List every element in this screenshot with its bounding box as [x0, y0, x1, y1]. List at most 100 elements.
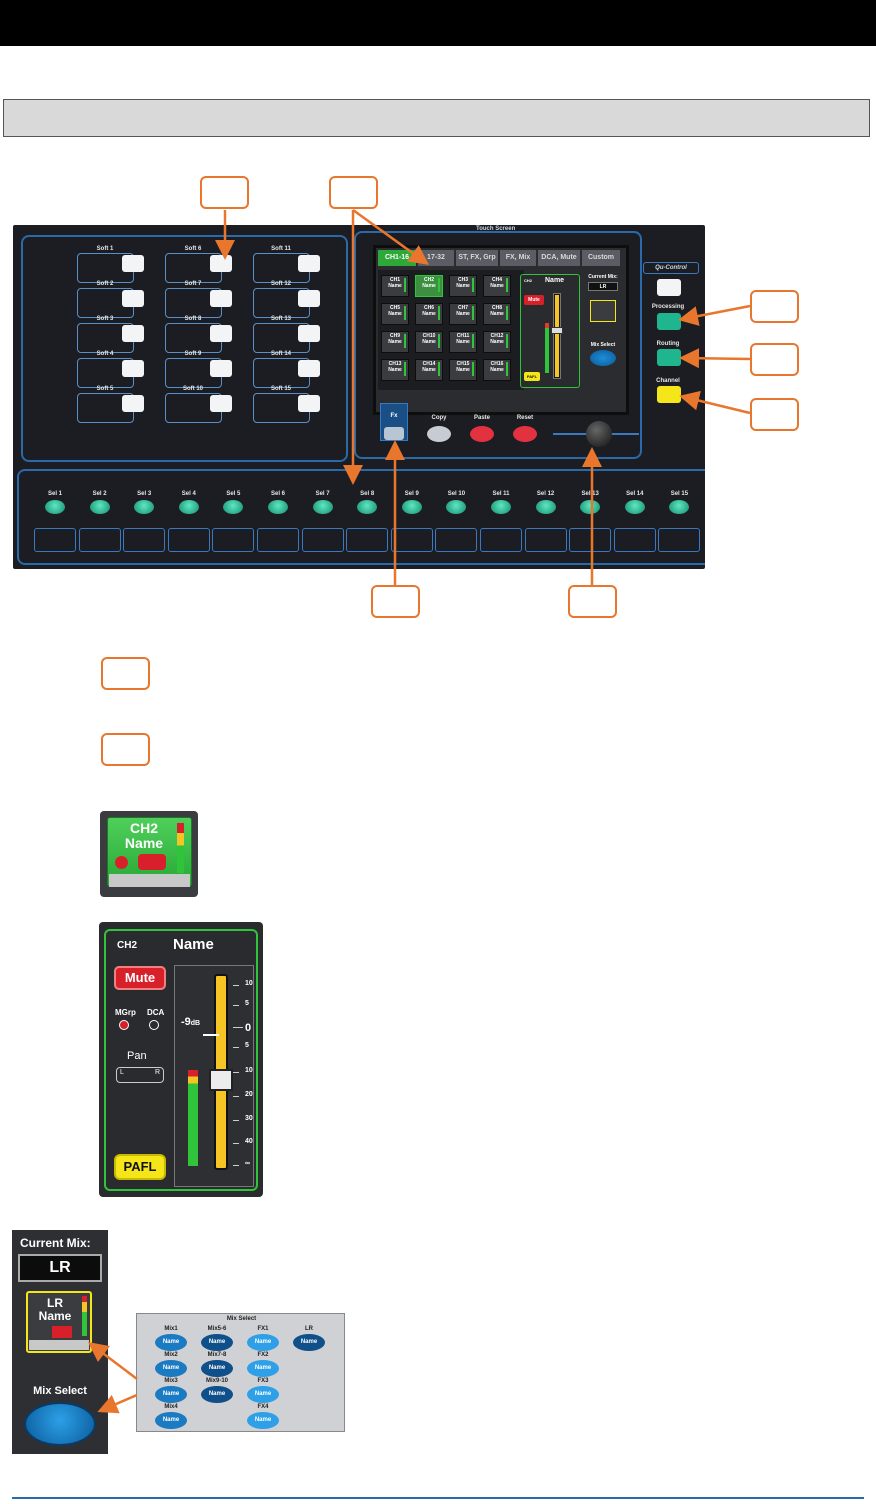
mix-select-item-button[interactable]: Name — [155, 1334, 187, 1351]
sel-button[interactable] — [178, 500, 199, 514]
softkey-button[interactable] — [210, 325, 232, 342]
mix-select-item-button[interactable]: Name — [155, 1412, 187, 1429]
zoom-mute-button[interactable]: Mute — [114, 966, 166, 990]
mix-select-item-button[interactable]: Name — [247, 1386, 279, 1403]
callout-legend-1 — [101, 657, 150, 690]
zoom-current-mix-label: Current Mix: — [20, 1236, 91, 1250]
screen-tab[interactable]: Custom — [582, 250, 620, 266]
channel-tile-name: CH1 — [389, 277, 400, 283]
sel-button[interactable] — [45, 500, 65, 514]
zoom-unity-mark — [203, 1034, 219, 1036]
mix-select-button[interactable] — [590, 350, 616, 366]
rotary-encoder[interactable] — [586, 421, 612, 447]
softkey-button[interactable] — [298, 325, 320, 342]
softkey-button[interactable] — [122, 255, 144, 272]
softkey-button[interactable] — [122, 325, 144, 342]
sel-button[interactable] — [580, 500, 601, 514]
callout-processing — [750, 290, 799, 323]
mix-select-title: Mix Select — [226, 1316, 257, 1322]
sel-button[interactable] — [312, 500, 333, 514]
sel-button[interactable] — [134, 500, 155, 514]
mix-select-item-button[interactable]: Name — [201, 1386, 233, 1403]
zoom-pafl-button[interactable]: PAFL — [114, 1154, 166, 1180]
channel-tile-meter — [404, 306, 406, 320]
softkey-button[interactable] — [298, 255, 320, 272]
channel-button[interactable] — [657, 386, 681, 403]
softkey-button[interactable] — [210, 255, 232, 272]
mix-select-item-button[interactable]: Name — [155, 1386, 187, 1403]
softkey-button[interactable] — [122, 395, 144, 412]
sel-button[interactable] — [357, 500, 378, 514]
zoom-fader-cap[interactable] — [209, 1069, 233, 1091]
zoom-lr-pan-bar — [29, 1340, 89, 1350]
softkey-button[interactable] — [122, 360, 144, 377]
softkey-button[interactable] — [122, 290, 144, 307]
mix-select-item-button[interactable]: Name — [293, 1334, 325, 1351]
scribble-strip — [480, 528, 522, 552]
screen-tab[interactable]: ST, FX, Grp — [456, 250, 498, 266]
lr-tile[interactable] — [590, 300, 616, 322]
sel-button[interactable] — [446, 500, 467, 514]
softkey-button[interactable] — [210, 360, 232, 377]
scribble-strip — [569, 528, 612, 552]
screen-tab[interactable]: FX, Mix — [500, 250, 536, 266]
sel-button[interactable] — [491, 500, 511, 514]
strip-pafl-button[interactable]: PAFL — [524, 372, 540, 381]
qu-control-button[interactable] — [657, 279, 681, 296]
routing-button[interactable] — [657, 349, 681, 366]
copy-button[interactable] — [427, 426, 451, 442]
sel-button[interactable] — [669, 500, 690, 514]
fx-button[interactable] — [384, 427, 404, 440]
sel-button[interactable] — [89, 500, 110, 514]
sel-button[interactable] — [268, 500, 288, 514]
mix-select-item-button[interactable]: Name — [247, 1360, 279, 1377]
sel-button[interactable] — [401, 500, 422, 514]
mix-select-item-button[interactable]: Name — [155, 1360, 187, 1377]
callout-screen — [329, 176, 378, 209]
softkey-button[interactable] — [210, 395, 232, 412]
screen-tab[interactable]: CH1-16 — [378, 250, 416, 266]
zoom-pan-control[interactable]: L R — [116, 1067, 164, 1083]
softkey-button[interactable] — [298, 395, 320, 412]
screen-tab[interactable]: 17-32 — [418, 250, 454, 266]
mix-select-item-button[interactable]: Name — [247, 1412, 279, 1429]
sel-button[interactable] — [624, 500, 645, 514]
softkey-button[interactable] — [298, 290, 320, 307]
mix-select-item-label: FX3 — [257, 1378, 269, 1384]
channel-tile-sub: Name — [388, 283, 402, 289]
processing-button[interactable] — [657, 313, 681, 330]
reset-button[interactable] — [513, 426, 537, 442]
sel-button[interactable] — [223, 500, 244, 514]
softkey-button[interactable] — [210, 290, 232, 307]
screen-tab[interactable]: DCA, Mute — [538, 250, 580, 266]
zoom-mix-select-button[interactable] — [24, 1402, 96, 1446]
softkey-button[interactable] — [298, 360, 320, 377]
mix-select-item-button[interactable]: Name — [201, 1360, 233, 1377]
zoom-scale-label: 10 — [245, 980, 253, 987]
sel-button[interactable] — [535, 500, 556, 514]
paste-button[interactable] — [470, 426, 494, 442]
zoom-scale-tick — [233, 985, 239, 986]
mix-select-item-button[interactable]: Name — [201, 1334, 233, 1351]
mix-select-item-button[interactable]: Name — [247, 1334, 279, 1351]
zoom-mgrp-label: MGrp — [115, 1008, 136, 1017]
strip-fader-cap[interactable] — [551, 327, 563, 334]
strip-mute-button[interactable]: Mute — [524, 295, 544, 305]
